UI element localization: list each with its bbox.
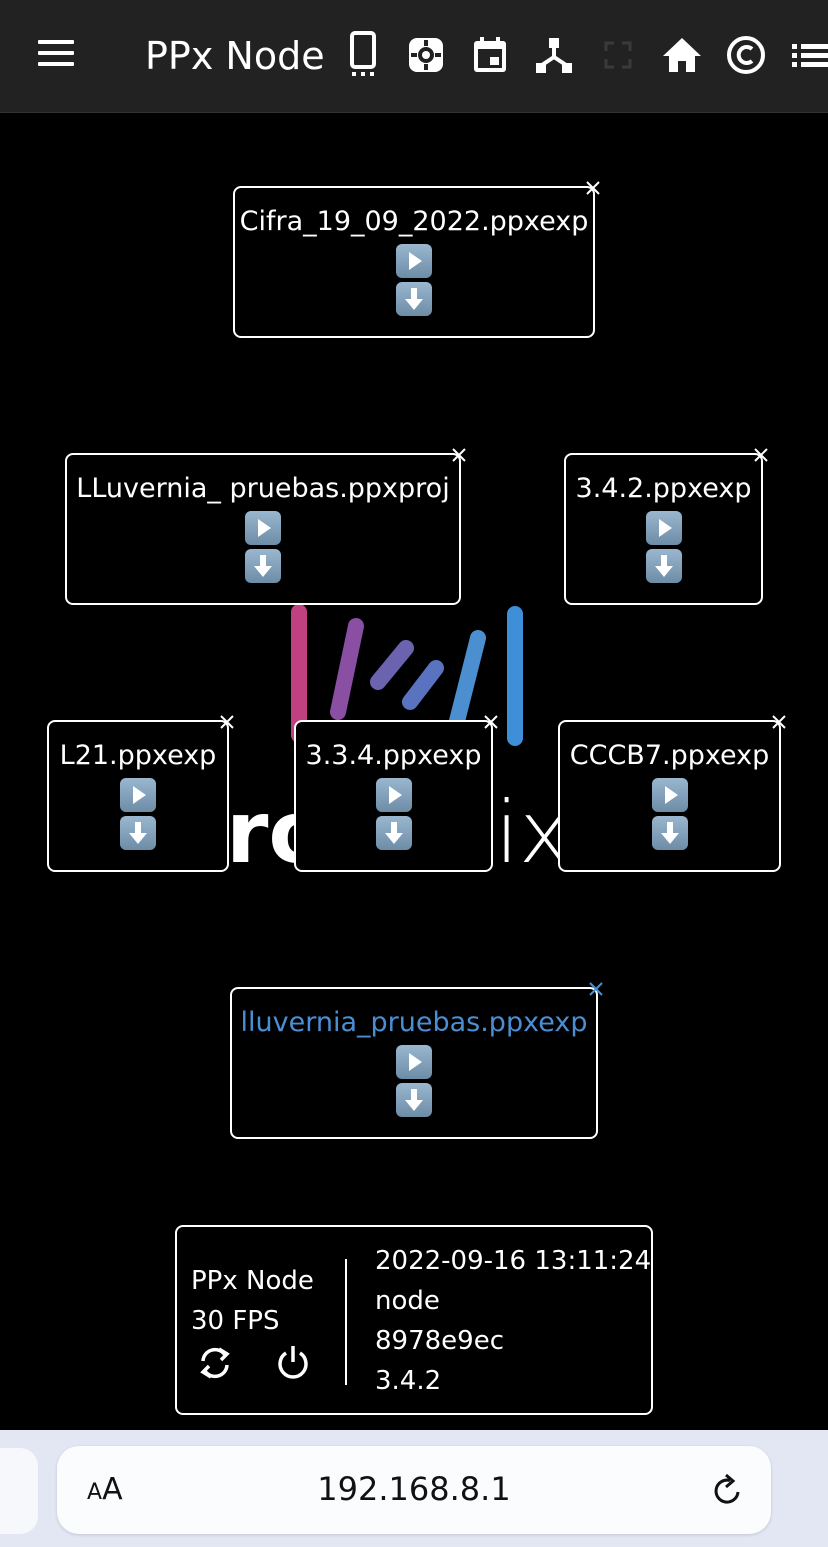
datetime: 2022-09-16 13:11:24 <box>375 1246 652 1276</box>
browser-bar: AA 192.168.8.1 <box>0 1430 828 1547</box>
file-card: 3.4.2.ppxexp <box>564 448 768 605</box>
previous-tab[interactable] <box>0 1448 38 1534</box>
file-name: LLuvernia_ pruebas.ppxproj <box>76 473 450 504</box>
divider <box>345 1259 347 1385</box>
text-size-big: A <box>102 1472 123 1507</box>
file-card: lluvernia_pruebas.ppxexp <box>230 982 603 1139</box>
text-size-button[interactable]: AA <box>87 1472 123 1507</box>
logo-text-light: ix <box>495 783 570 883</box>
download-button[interactable] <box>396 1083 432 1117</box>
network-icon[interactable] <box>532 30 576 80</box>
download-button[interactable] <box>651 816 688 850</box>
close-icon[interactable] <box>769 712 789 732</box>
refresh-icon[interactable] <box>195 1343 235 1383</box>
close-icon[interactable] <box>586 979 606 999</box>
download-button[interactable] <box>396 282 432 316</box>
url-text: 192.168.8.1 <box>317 1470 511 1508</box>
menu-icon[interactable] <box>38 40 74 66</box>
node-name: PPx Node <box>191 1266 314 1296</box>
status-right: 2022-09-16 13:11:24 node 8978e9ec 3.4.2 <box>375 1241 651 1401</box>
node-status-panel: PPx Node 30 FPS 2022-09-16 13:11:24 node… <box>175 1225 653 1415</box>
file-name: 3.4.2.ppxexp <box>575 473 752 504</box>
node-id: 8978e9ec <box>375 1326 504 1356</box>
play-button[interactable] <box>245 511 281 545</box>
home-icon[interactable] <box>660 30 704 80</box>
file-card: Cifra_19_09_2022.ppxexp <box>233 181 600 338</box>
download-button[interactable] <box>120 816 156 850</box>
close-icon[interactable] <box>751 445 771 465</box>
file-card: 3.3.4.ppxexp <box>294 715 498 872</box>
close-icon[interactable] <box>217 712 237 732</box>
copyright-icon[interactable] <box>724 30 768 80</box>
text-size-small: A <box>87 1480 103 1505</box>
file-name: CCCB7.ppxexp <box>569 740 770 771</box>
phone-icon[interactable] <box>341 30 385 80</box>
file-name: Cifra_19_09_2022.ppxexp <box>239 206 589 237</box>
fullscreen-icon[interactable] <box>596 30 640 80</box>
file-name: lluvernia_pruebas.ppxexp <box>240 1007 588 1038</box>
reload-icon[interactable] <box>708 1472 746 1510</box>
version: 3.4.2 <box>375 1366 442 1396</box>
power-icon[interactable] <box>273 1343 313 1383</box>
calendar-icon[interactable] <box>468 30 512 80</box>
address-bar[interactable]: AA 192.168.8.1 <box>57 1446 771 1534</box>
download-button[interactable] <box>645 549 682 583</box>
play-button[interactable] <box>651 778 688 812</box>
play-button[interactable] <box>396 244 432 278</box>
play-button[interactable] <box>396 1045 432 1079</box>
close-icon[interactable] <box>481 712 501 732</box>
download-button[interactable] <box>245 549 281 583</box>
play-button[interactable] <box>645 511 682 545</box>
file-card: L21.ppxexp <box>47 715 234 872</box>
close-icon[interactable] <box>583 178 603 198</box>
file-card: CCCB7.ppxexp <box>558 715 786 872</box>
file-name: 3.3.4.ppxexp <box>305 740 482 771</box>
gear-icon[interactable] <box>404 30 448 80</box>
play-button[interactable] <box>120 778 156 812</box>
status-left: PPx Node 30 FPS <box>191 1261 314 1341</box>
node-role: node <box>375 1286 440 1316</box>
top-bar: PPx Node <box>0 0 828 113</box>
close-icon[interactable] <box>449 445 469 465</box>
list-icon[interactable] <box>788 30 828 80</box>
play-button[interactable] <box>375 778 412 812</box>
logo-graphic <box>291 604 523 746</box>
file-card: LLuvernia_ pruebas.ppxproj <box>65 448 466 605</box>
file-name: L21.ppxexp <box>59 740 217 771</box>
app-title: PPx Node <box>145 34 325 78</box>
download-button[interactable] <box>375 816 412 850</box>
fps-readout: 30 FPS <box>191 1306 280 1336</box>
